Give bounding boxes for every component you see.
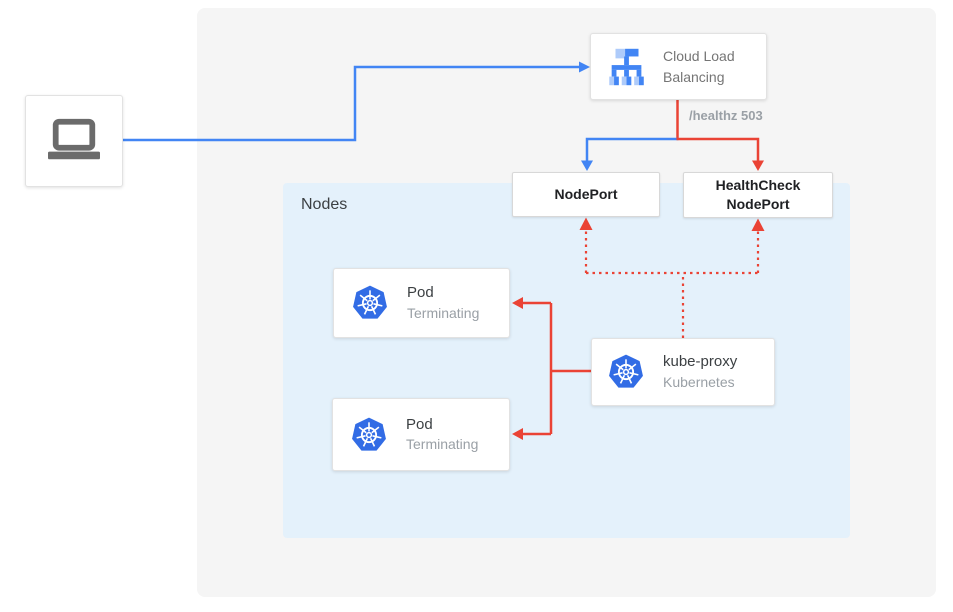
kubernetes-icon	[352, 417, 386, 451]
healthz-status-label: /healthz 503	[689, 108, 763, 123]
client-node	[25, 95, 123, 187]
nodeport-node: NodePort	[512, 172, 660, 217]
cloud-load-balancing-label: Cloud Load Balancing	[663, 48, 735, 85]
pod-node-1: Pod Terminating	[333, 268, 510, 338]
pod-status: Terminating	[407, 304, 480, 321]
cloud-load-balancing-node: Cloud Load Balancing	[590, 33, 767, 100]
pod-title: Pod	[406, 415, 433, 433]
kube-proxy-node: kube-proxy Kubernetes	[591, 338, 775, 406]
pod-node-2: Pod Terminating	[332, 398, 510, 471]
healthcheck-nodeport-node: HealthCheck NodePort	[683, 172, 833, 218]
laptop-icon	[48, 118, 100, 160]
pod-status: Terminating	[406, 436, 479, 453]
cloud-load-balancing-icon	[609, 48, 644, 85]
kube-proxy-title: kube-proxy	[663, 353, 738, 371]
kubernetes-icon	[353, 285, 387, 319]
kube-proxy-subtitle: Kubernetes	[663, 373, 735, 390]
nodes-group-label: Nodes	[301, 196, 348, 213]
pod-title: Pod	[407, 284, 434, 302]
kubernetes-icon	[609, 354, 643, 388]
